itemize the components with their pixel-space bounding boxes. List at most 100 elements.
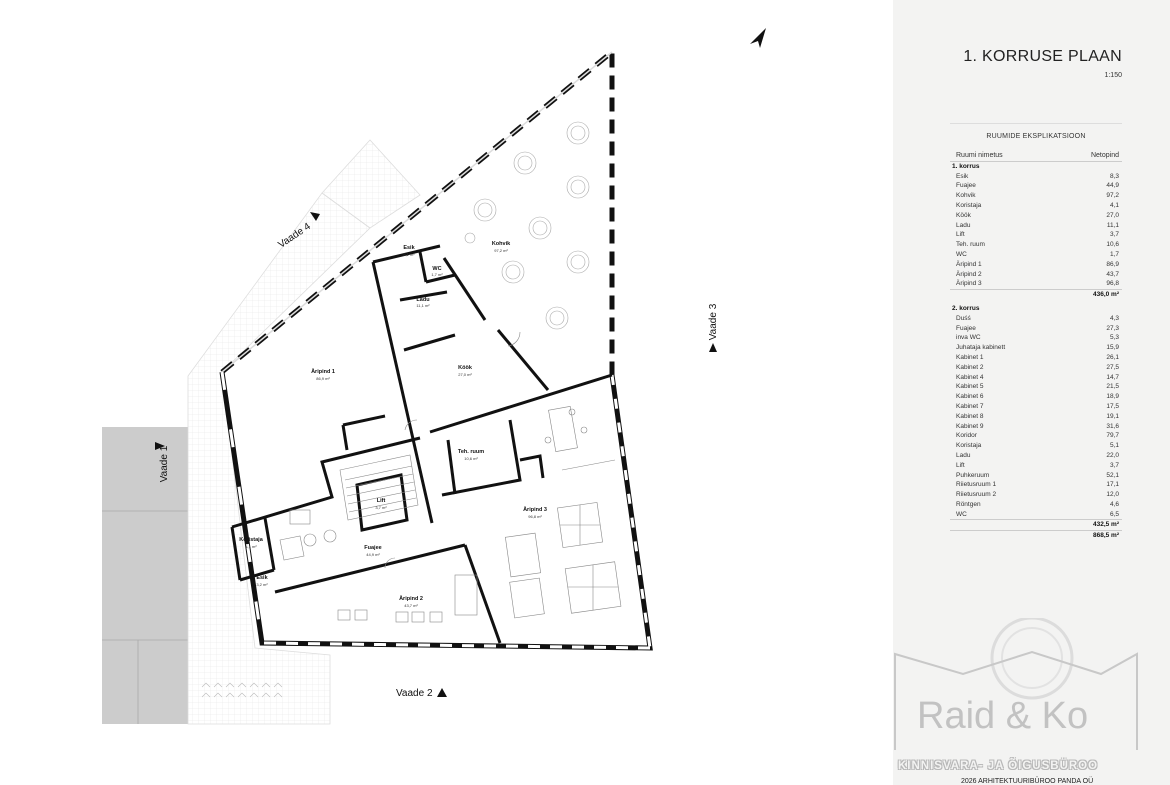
grand-total: 868,5 m² — [950, 530, 1122, 541]
room-name-cell: Koristaja — [956, 201, 982, 209]
room-name-aripind-3: Äripind 3 — [523, 506, 547, 513]
room-name-wc: WC — [432, 266, 441, 272]
room-area-cell: 1,7 — [1109, 250, 1119, 258]
col-header-area: Netopind — [1090, 152, 1119, 159]
room-area-cell: 19,1 — [1106, 412, 1119, 420]
room-name-cell: Kohvik — [956, 192, 976, 200]
room-area-cell: 5,3 — [1109, 334, 1119, 342]
table-row: Äripind 2 43,7 — [950, 270, 1122, 280]
room-name-cell: Esik — [956, 172, 969, 180]
room-name-cell: Juhataja kabinett — [956, 344, 1006, 352]
table-row: WC 6,5 — [950, 510, 1122, 520]
table-row: Puhkeruum 52,1 — [950, 471, 1122, 481]
room-name-esik-2: Esik — [256, 575, 268, 581]
table-row: Kabinet 5 21,5 — [950, 382, 1122, 392]
room-name-cell: Äripind 1 — [956, 260, 982, 268]
room-area-cell: 96,8 — [1106, 280, 1119, 288]
room-area-cell: 3,7 — [1109, 461, 1119, 469]
room-name-cell: Äripind 2 — [956, 270, 982, 278]
room-name-cell: Puhkeruum — [956, 471, 990, 479]
room-area-cell: 31,6 — [1106, 422, 1119, 430]
interior-details — [279, 331, 622, 623]
room-name-cell: inva WC — [956, 334, 981, 342]
room-name-aripind-1: Äripind 1 — [311, 368, 335, 375]
col-header-name: Ruumi nimetus — [956, 152, 1003, 159]
watermark-logo — [894, 618, 1138, 750]
view-4-arrow-icon — [310, 212, 320, 221]
room-name-cell: WC — [956, 510, 967, 518]
room-area-cell: 4,6 — [1109, 500, 1119, 508]
room-area-lift: 3,7 m² — [375, 505, 387, 510]
room-area-cell: 22,0 — [1106, 451, 1119, 459]
room-name-cell: Koristaja — [956, 442, 982, 450]
room-area-wc: 1,7 m² — [431, 272, 443, 277]
floor-total: 432,5 m² — [950, 519, 1122, 530]
room-schedule: RUUMIDE EKSPLIKATSIOON Ruumi nimetus Net… — [950, 123, 1122, 541]
floor-total-value: 432,5 m² — [1092, 521, 1119, 529]
room-area-aripind-1: 86,9 m² — [316, 376, 330, 381]
room-name-cell: Fuajee — [956, 324, 976, 332]
room-name-cell: WC — [956, 250, 967, 258]
room-schedule-header: Ruumi nimetus Netopind — [950, 151, 1122, 162]
room-area-cell: 27,3 — [1106, 324, 1119, 332]
table-row: Fuajee 27,3 — [950, 324, 1122, 334]
room-area-cell: 11,1 — [1106, 221, 1119, 229]
room-area-cell: 44,9 — [1106, 182, 1119, 190]
room-area-ladu: 11,1 m² — [416, 303, 430, 308]
table-row: Ladu 22,0 — [950, 451, 1122, 461]
room-name-koristaja: Koristaja — [239, 537, 263, 543]
grand-total-value: 868,5 m² — [1092, 532, 1119, 540]
neighbour-buildings — [102, 427, 188, 724]
floor-total-value: 436,0 m² — [1092, 291, 1119, 299]
room-area-aripind-3: 96,8 m² — [528, 514, 542, 519]
room-area-cell: 21,5 — [1106, 383, 1119, 391]
room-name-cell: Riietusruum 1 — [956, 481, 997, 489]
table-row: Äripind 3 96,8 — [950, 279, 1122, 289]
view-2-arrow-icon — [437, 688, 447, 697]
room-name-ladu: Ladu — [416, 297, 429, 303]
room-name-cell: Kabinet 6 — [956, 393, 984, 401]
outdoor-seating — [201, 682, 283, 698]
room-name-cell: Kabinet 2 — [956, 363, 984, 371]
room-area-cell: 6,5 — [1109, 510, 1119, 518]
room-area-cell: 4,3 — [1109, 314, 1119, 322]
room-area-cell: 52,1 — [1106, 471, 1119, 479]
room-name-cell: Kabinet 8 — [956, 412, 984, 420]
room-area-cell: 4,1 — [1109, 201, 1119, 209]
room-area-kohvik: 97,2 m² — [494, 248, 508, 253]
room-schedule-caption: RUUMIDE EKSPLIKATSIOON — [986, 133, 1086, 140]
room-area-cell: 27,5 — [1106, 363, 1119, 371]
room-name-cell: Duśś — [956, 314, 971, 322]
room-area-cell: 43,7 — [1106, 270, 1119, 278]
table-row: Kabinet 8 19,1 — [950, 412, 1122, 422]
view-1-label: Vaade 1 — [159, 445, 170, 482]
room-area-aripind-2: 43,7 m² — [404, 603, 418, 608]
room-name-cell: Fuajee — [956, 182, 976, 190]
floor-group-heading: 2. korrus — [950, 304, 1122, 314]
room-name-cell: Ladu — [956, 451, 971, 459]
room-area-cell: 86,9 — [1106, 260, 1119, 268]
sheet-credit: 2026 ARHITEKTUURIBÜROO PANDA OÜ — [961, 778, 1094, 785]
room-area-esik: 8,1 m² — [403, 252, 415, 257]
view-1-arrow-icon — [155, 442, 165, 450]
room-name-cell: Kabinet 5 — [956, 383, 984, 391]
room-name-cell: Äripind 3 — [956, 280, 982, 288]
watermark-name: Raid & Ko — [917, 695, 1089, 737]
room-area-cell: 14,7 — [1106, 373, 1119, 381]
room-name-kook: Köök — [458, 365, 473, 371]
room-area-cell: 17,5 — [1106, 402, 1119, 410]
room-area-cell: 26,1 — [1106, 353, 1119, 361]
room-name-cell: Lift — [956, 231, 965, 239]
